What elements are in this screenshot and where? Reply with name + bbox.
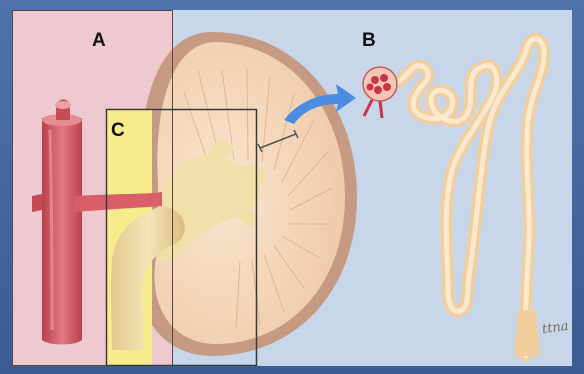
kidney-anatomy-illustration: A B C ttna [12, 10, 572, 366]
panel-label-b: B [362, 30, 376, 51]
panel-label-c: C [111, 120, 125, 141]
collecting-duct-base [514, 310, 540, 356]
panel-label-a: A [92, 30, 106, 51]
